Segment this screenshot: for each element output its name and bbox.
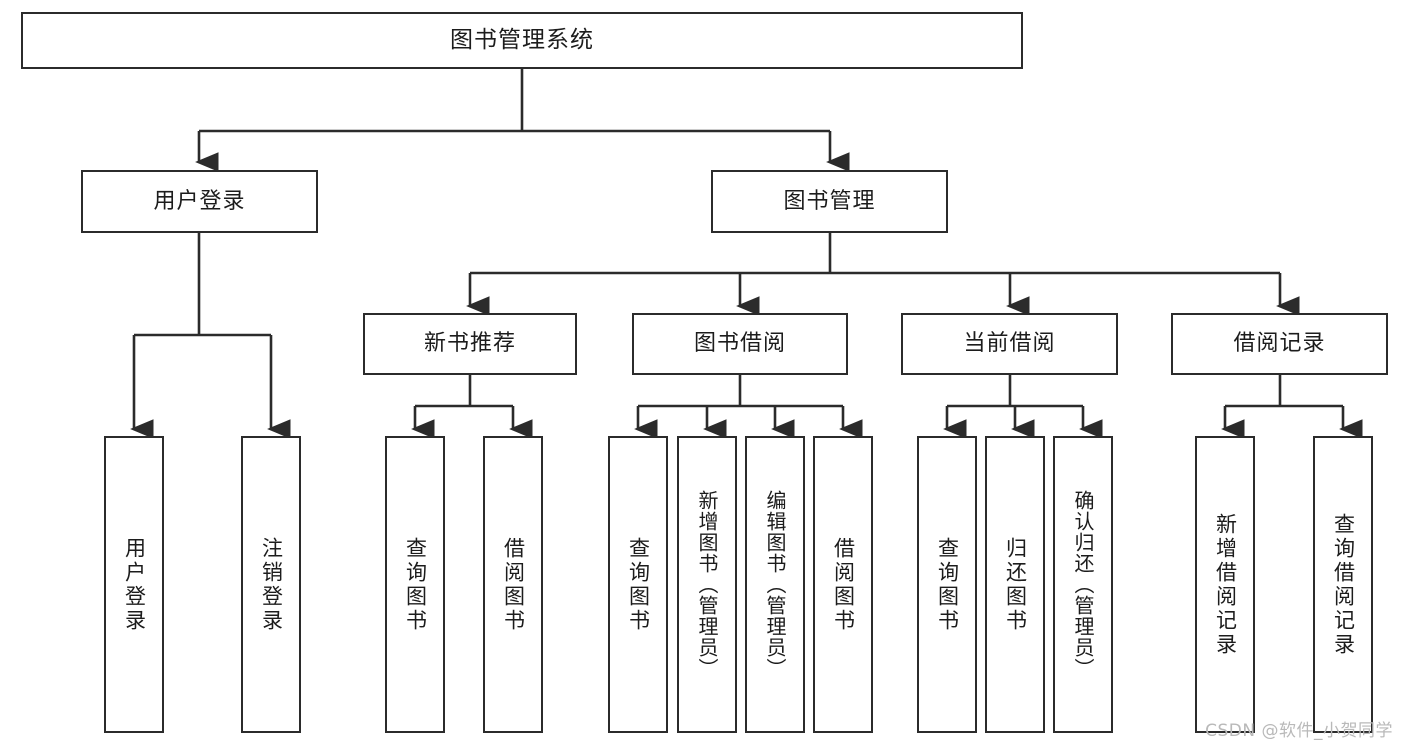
node-current-borrow[interactable]: 当前借阅 bbox=[901, 313, 1118, 375]
node-new-book-recommend[interactable]: 新书推荐 bbox=[363, 313, 577, 375]
leaf-return-book[interactable]: 归还图书 bbox=[985, 436, 1045, 733]
leaf-query-book-current[interactable]: 查询图书 bbox=[917, 436, 977, 733]
leaf-edit-book-admin[interactable]: 编辑图书（管理员） bbox=[745, 436, 805, 733]
node-root-system[interactable]: 图书管理系统 bbox=[21, 12, 1023, 69]
node-user-login[interactable]: 用户登录 bbox=[81, 170, 318, 233]
node-book-management[interactable]: 图书管理 bbox=[711, 170, 948, 233]
leaf-query-borrow-record[interactable]: 查询借阅记录 bbox=[1313, 436, 1373, 733]
csdn-watermark: CSDN @软件_小贺同学 bbox=[1205, 721, 1393, 741]
leaf-query-book-borrow[interactable]: 查询图书 bbox=[608, 436, 668, 733]
leaf-user-login[interactable]: 用户登录 bbox=[104, 436, 164, 733]
leaf-borrow-book-recommend[interactable]: 借阅图书 bbox=[483, 436, 543, 733]
leaf-borrow-book[interactable]: 借阅图书 bbox=[813, 436, 873, 733]
leaf-add-borrow-record[interactable]: 新增借阅记录 bbox=[1195, 436, 1255, 733]
leaf-logout[interactable]: 注销登录 bbox=[241, 436, 301, 733]
leaf-add-book-admin[interactable]: 新增图书（管理员） bbox=[677, 436, 737, 733]
node-book-borrow[interactable]: 图书借阅 bbox=[632, 313, 848, 375]
node-borrow-record[interactable]: 借阅记录 bbox=[1171, 313, 1388, 375]
leaf-confirm-return-admin[interactable]: 确认归还（管理员） bbox=[1053, 436, 1113, 733]
leaf-query-book-recommend[interactable]: 查询图书 bbox=[385, 436, 445, 733]
